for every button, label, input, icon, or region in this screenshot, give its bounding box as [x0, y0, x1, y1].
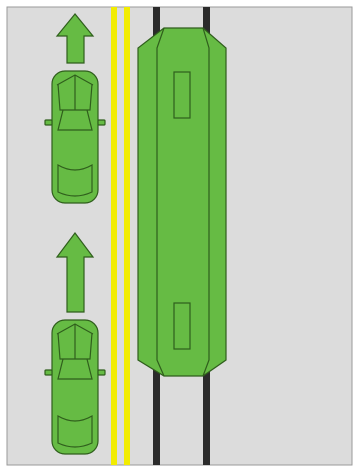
- center-line-left: [111, 7, 117, 465]
- tram: [138, 28, 226, 376]
- car-bottom: [45, 320, 105, 454]
- center-line-right: [124, 7, 130, 465]
- car-top: [45, 71, 105, 203]
